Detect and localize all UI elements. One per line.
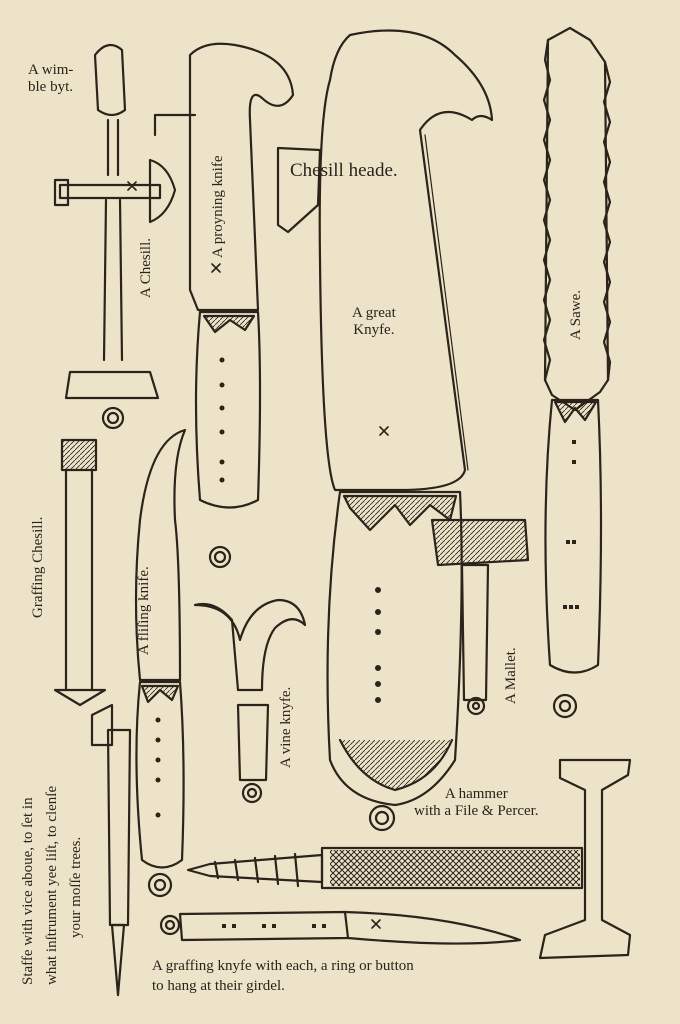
label-sawe: A Sawe. bbox=[568, 290, 584, 340]
label-hammer-file-percer: A hammer with a File & Percer. bbox=[414, 786, 539, 820]
label-chesill: A Chesill. bbox=[138, 237, 154, 298]
mallet-tool bbox=[430, 518, 530, 716]
chisel-head-tool bbox=[276, 146, 322, 234]
grafting-chisel-tool bbox=[53, 438, 107, 707]
label-proyning-knife: A proyning knife bbox=[210, 155, 226, 259]
label-chesill-heade: Chesill heade. bbox=[290, 160, 398, 181]
wimble-bit-tool bbox=[53, 43, 177, 430]
label-staffe-line-2: what inſtrument yee liſt, to clenſe bbox=[44, 785, 60, 985]
label-graffing-knyfe-line-1: A graffing knyfe with each, a ring or bu… bbox=[152, 958, 414, 974]
saw-tool bbox=[542, 26, 612, 719]
staff-with-vice-tool bbox=[90, 703, 132, 997]
label-flising-knife: A fliſing knife. bbox=[136, 566, 152, 655]
label-staffe-line-1: Staffe with vice aboue, to ſet in bbox=[20, 797, 36, 985]
great-knife-tool bbox=[318, 29, 494, 832]
label-graffing-chesill: Graffing Chesill. bbox=[30, 516, 46, 618]
label-wimble-byt: A wim- ble byt. bbox=[28, 62, 74, 96]
label-graffing-knyfe-line-2: to hang at their girdel. bbox=[152, 978, 285, 994]
flaying-knife-tool bbox=[134, 428, 187, 898]
label-mallet: A Mallet. bbox=[503, 647, 519, 704]
label-staffe-line-3: your moſſe trees. bbox=[68, 836, 84, 938]
vine-knife-tool bbox=[193, 598, 307, 804]
pruning-knife-tool bbox=[153, 42, 295, 569]
cross-marks bbox=[127, 181, 389, 929]
label-vine-knyfe: A vine knyfe. bbox=[278, 686, 294, 768]
label-great-knyfe: A great Knyfe. bbox=[352, 305, 396, 339]
hammer-file-tool bbox=[186, 758, 632, 960]
grafting-knife-tool bbox=[159, 910, 522, 945]
